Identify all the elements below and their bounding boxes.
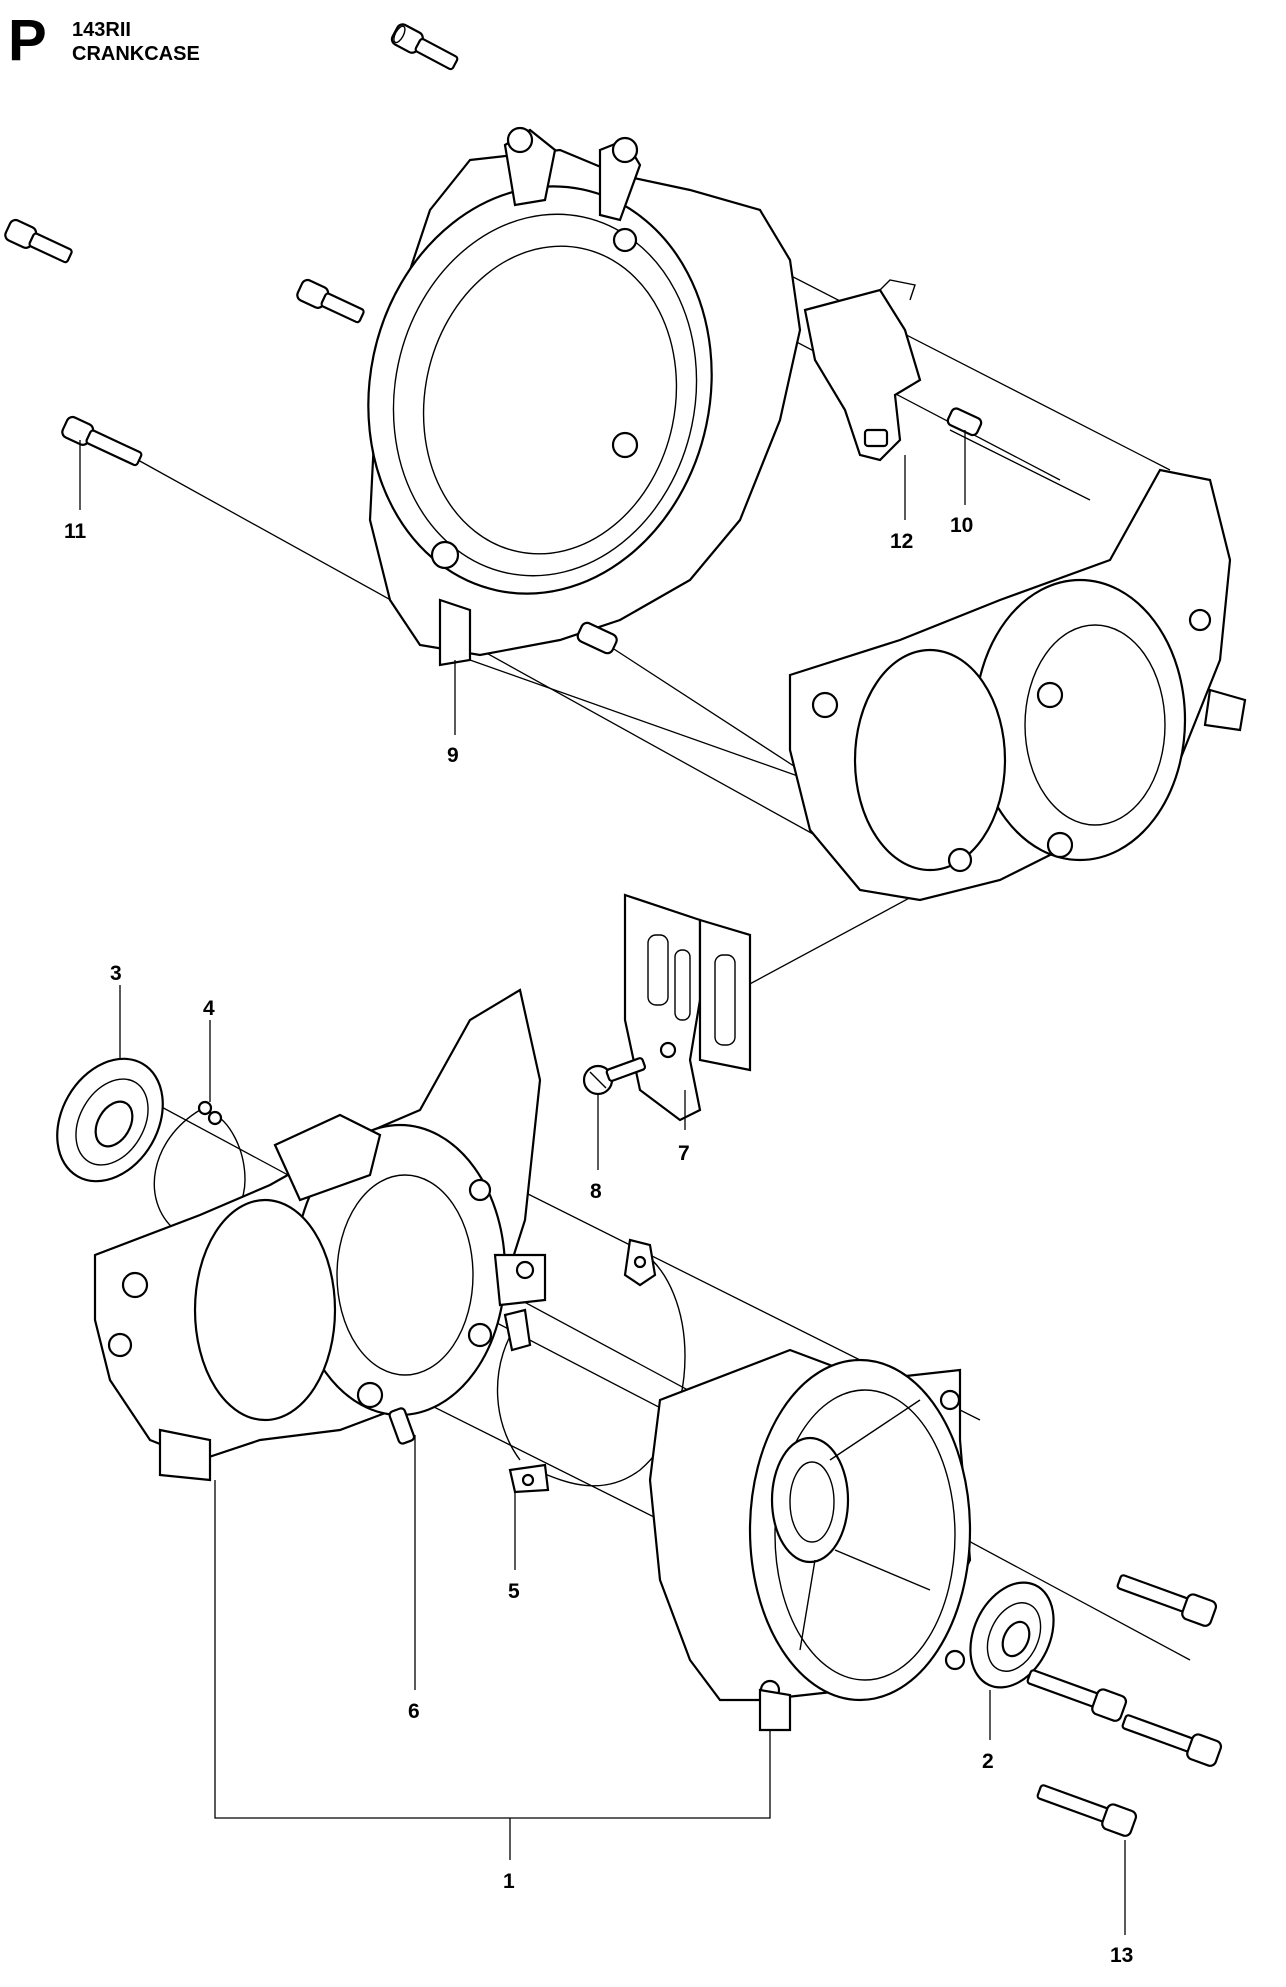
- callout-leaders: [79, 430, 1126, 1935]
- gasket-7: [623, 893, 752, 1122]
- callout-8: 8: [590, 1180, 602, 1203]
- callout-12: 12: [890, 530, 913, 553]
- section-letter: P: [8, 8, 47, 73]
- callout-6: 6: [408, 1700, 420, 1723]
- callout-2: 2: [982, 1750, 994, 1773]
- bolt-13-c: [1121, 1714, 1223, 1767]
- pin-10: [946, 407, 983, 437]
- deflector-12: [803, 279, 922, 462]
- callout-11: 11: [64, 520, 87, 543]
- dowel-pin-6: [388, 1407, 416, 1445]
- callout-5: 5: [508, 1580, 520, 1603]
- pin-9: [576, 621, 618, 655]
- callout-1: 1: [503, 1870, 515, 1893]
- screw-8: [582, 1057, 647, 1096]
- bolt-top: [390, 23, 459, 71]
- callout-4: 4: [203, 997, 215, 1020]
- callout-9: 9: [447, 744, 459, 767]
- bolt-13-d: [1036, 1784, 1138, 1837]
- bolt-11: [61, 415, 143, 467]
- bolt-13-b: [1026, 1669, 1128, 1722]
- callout-13: 13: [1110, 1944, 1133, 1967]
- callout-3: 3: [110, 962, 122, 985]
- bolt-left-middle: [296, 278, 365, 324]
- gasket-5: [496, 1238, 686, 1494]
- crankcase-half-upper: [788, 468, 1247, 902]
- callout-10: 10: [950, 514, 973, 537]
- fan-housing: [367, 126, 802, 667]
- diagram-title: CRANKCASE: [72, 43, 200, 65]
- crankcase-half-right: [648, 1348, 972, 1732]
- seal-3: [56, 1057, 164, 1183]
- callouts: 1 2 3 4 5 6 7 8 9 10 11 12 13: [64, 514, 1133, 1967]
- bolt-left-upper: [4, 218, 73, 264]
- callout-7: 7: [678, 1142, 690, 1165]
- model-number: 143RII: [72, 19, 131, 41]
- seal-2: [969, 1581, 1055, 1689]
- crankcase-half-left: [93, 988, 547, 1482]
- bolt-13-a: [1116, 1574, 1218, 1627]
